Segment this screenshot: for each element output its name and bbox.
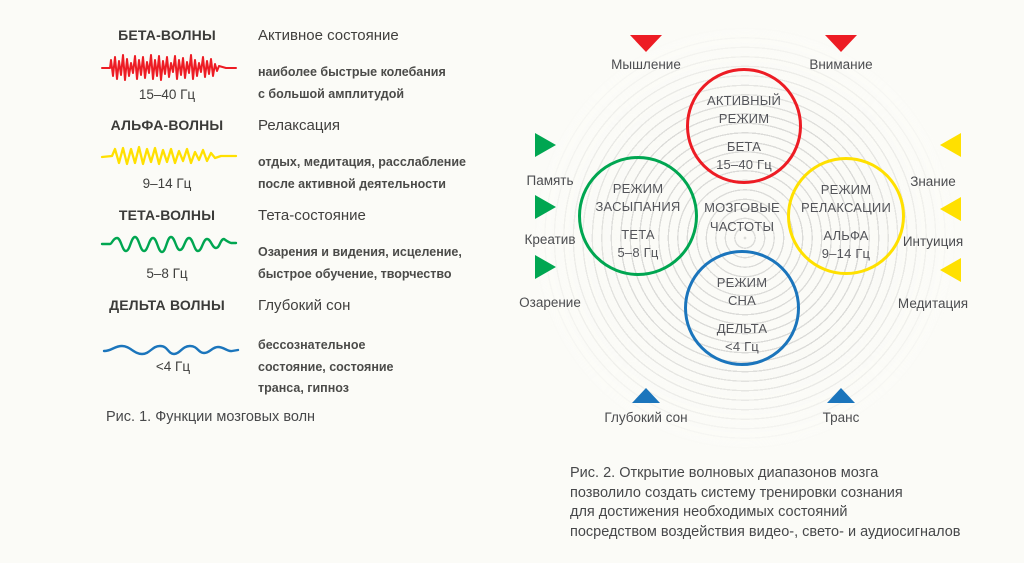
- arrow-label-knowledge: Знание: [910, 174, 956, 189]
- arrow-down-icon: [630, 35, 662, 52]
- center-title: МОЗГОВЫЕ ЧАСТОТЫ: [692, 198, 792, 236]
- beta-mode-line: РЕЖИМ: [718, 111, 770, 126]
- beta-wave-freq-label: БЕТА 15–40 Гц: [689, 138, 799, 174]
- beta-mode-line: АКТИВНЫЙ: [706, 93, 782, 108]
- beta-description-line: с большой амплитудой: [258, 86, 405, 101]
- arrow-label-insight: Озарение: [519, 295, 581, 310]
- delta-mode-line: СНА: [727, 293, 757, 308]
- center-title-line: ЧАСТОТЫ: [709, 219, 775, 234]
- figure2-caption-line: Рис. 2. Открытие волновых диапазонов моз…: [570, 465, 879, 481]
- alpha-wave-heading: АЛЬФА-ВОЛНЫ: [110, 117, 224, 133]
- figure2-caption: Рис. 2. Открытие волновых диапазонов моз…: [570, 464, 960, 542]
- theta-state-label: Тета-состояние: [258, 207, 366, 224]
- alpha-wave-freq-label: АЛЬФА 9–14 Гц: [790, 227, 902, 263]
- alpha-description-line: после активной деятельности: [258, 176, 446, 191]
- arrow-left-icon: [940, 197, 961, 221]
- alpha-mode-circle: РЕЖИМ РЕЛАКСАЦИИ АЛЬФА 9–14 Гц: [787, 157, 905, 275]
- arrow-right-icon: [535, 255, 556, 279]
- delta-description-line: состояние, состояние: [258, 359, 394, 374]
- alpha-wave-freq: 9–14 Гц: [821, 246, 871, 261]
- arrow-up-icon: [827, 388, 855, 403]
- figure1-caption: Рис. 1. Функции мозговых волн: [106, 409, 316, 425]
- delta-description-line: транса, гипноз: [258, 381, 349, 395]
- beta-wave-heading: БЕТА-ВОЛНЫ: [118, 27, 216, 43]
- arrow-label-intuition: Интуиция: [902, 234, 964, 249]
- alpha-state-label: Релаксация: [258, 117, 340, 134]
- figure2-caption-line: посредством воздействия видео-, свето- и…: [570, 523, 961, 540]
- delta-wave-freq-label: ДЕЛЬТА <4 Гц: [687, 320, 797, 356]
- alpha-description: отдых, медитация, расслабление после акт…: [258, 152, 466, 195]
- theta-description-line: быстрое обучение, творчество: [258, 266, 452, 281]
- arrow-label-memory: Память: [526, 173, 574, 188]
- arrow-up-icon: [632, 388, 660, 403]
- delta-wave-name: ДЕЛЬТА: [716, 321, 768, 336]
- theta-wave-heading: ТЕТА-ВОЛНЫ: [118, 207, 216, 223]
- alpha-wave-icon: [100, 145, 238, 166]
- arrow-right-icon: [535, 133, 556, 157]
- theta-wave-freq-label: ТЕТА 5–8 Гц: [581, 226, 695, 262]
- theta-mode-line: РЕЖИМ: [612, 181, 664, 196]
- beta-mode-label: АКТИВНЫЙ РЕЖИМ: [689, 92, 799, 128]
- delta-description: бессознательное состояние, состояние тра…: [258, 335, 394, 400]
- theta-wave-freq: 5–8 Гц: [617, 245, 659, 260]
- beta-description-line: наиболее быстрые колебания: [258, 65, 446, 79]
- delta-wave-heading: ДЕЛЬТА ВОЛНЫ: [109, 297, 225, 313]
- theta-mode-label: РЕЖИМ ЗАСЫПАНИЯ: [581, 180, 695, 216]
- alpha-mode-label: РЕЖИМ РЕЛАКСАЦИИ: [790, 181, 902, 217]
- figure2-caption-line: позволило создать систему тренировки соз…: [570, 484, 903, 501]
- arrow-left-icon: [940, 258, 961, 282]
- delta-description-line: бессознательное: [258, 338, 366, 352]
- theta-description: Озарения и видения, исцеление, быстрое о…: [258, 242, 462, 285]
- arrow-right-icon: [535, 195, 556, 219]
- delta-wave-icon: [102, 344, 240, 356]
- delta-frequency-label: <4 Гц: [155, 359, 191, 374]
- arrow-label-thinking: Мышление: [611, 57, 681, 72]
- beta-wave-freq: 15–40 Гц: [716, 157, 772, 172]
- arrow-label-trance: Транс: [822, 410, 860, 425]
- theta-description-line: Озарения и видения, исцеление,: [258, 245, 462, 259]
- delta-state-label: Глубокий сон: [258, 297, 351, 314]
- alpha-description-line: отдых, медитация, расслабление: [258, 155, 466, 169]
- beta-description: наиболее быстрые колебания с большой амп…: [258, 62, 446, 105]
- arrow-down-icon: [825, 35, 857, 52]
- alpha-mode-line: РЕЖИМ: [820, 182, 872, 197]
- theta-frequency-label: 5–8 Гц: [146, 266, 188, 281]
- alpha-frequency-label: 9–14 Гц: [142, 176, 192, 191]
- arrow-left-icon: [940, 133, 961, 157]
- beta-state-label: Активное состояние: [258, 27, 399, 44]
- delta-wave-freq: <4 Гц: [725, 339, 759, 354]
- theta-mode-line: ЗАСЫПАНИЯ: [595, 199, 681, 214]
- alpha-wave-name: АЛЬФА: [823, 228, 869, 243]
- figure2-caption-line: для достижения необходимых состояний: [570, 504, 848, 520]
- delta-mode-label: РЕЖИМ СНА: [687, 274, 797, 310]
- center-title-line: МОЗГОВЫЕ: [704, 200, 780, 215]
- alpha-mode-line: РЕЛАКСАЦИИ: [800, 200, 892, 215]
- beta-mode-circle: АКТИВНЫЙ РЕЖИМ БЕТА 15–40 Гц: [686, 68, 802, 184]
- arrow-label-creative: Креатив: [524, 232, 576, 247]
- delta-mode-line: РЕЖИМ: [716, 275, 768, 290]
- beta-frequency-label: 15–40 Гц: [138, 87, 196, 102]
- arrow-label-deep-sleep: Глубокий сон: [604, 410, 688, 425]
- beta-wave-icon: [101, 54, 237, 81]
- beta-wave-name: БЕТА: [726, 139, 762, 154]
- theta-wave-icon: [100, 235, 238, 254]
- arrow-label-attention: Внимание: [809, 57, 873, 72]
- theta-wave-name: ТЕТА: [621, 227, 655, 242]
- delta-mode-circle: РЕЖИМ СНА ДЕЛЬТА <4 Гц: [684, 250, 800, 366]
- theta-mode-circle: РЕЖИМ ЗАСЫПАНИЯ ТЕТА 5–8 Гц: [578, 156, 698, 276]
- arrow-label-meditation: Медитация: [897, 296, 969, 311]
